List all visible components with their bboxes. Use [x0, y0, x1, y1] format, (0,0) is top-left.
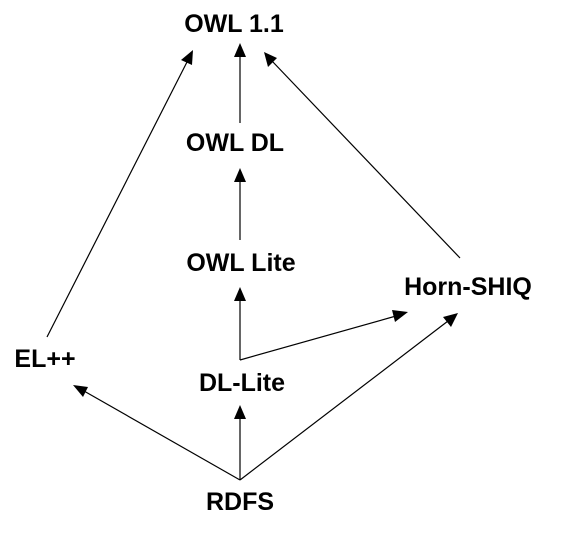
edge-rdfs-to-hornshiq [239, 313, 458, 481]
arrowhead [181, 50, 193, 65]
diagram-nodes: OWL 1.1 OWL DL OWL Lite Horn-SHIQ EL++ D… [14, 10, 531, 516]
edge-dllite-to-owllite [234, 287, 246, 360]
arrowhead [392, 310, 408, 322]
arrowhead [234, 287, 246, 301]
edge-owldl-to-owl11 [234, 43, 246, 123]
edge-elpp-to-owl11 [46, 50, 193, 338]
edge-owllite-to-owldl [234, 168, 246, 240]
node-rdfs: RDFS [206, 488, 274, 516]
arrowhead [234, 43, 246, 57]
arrowhead [443, 313, 458, 327]
arrowhead [73, 385, 88, 397]
edge-rdfs-to-elpp [73, 385, 241, 481]
arrowhead [234, 168, 246, 182]
arrowhead [234, 405, 246, 419]
edge-rdfs-to-dllite [234, 405, 246, 480]
node-el-plus-plus: EL++ [14, 345, 75, 373]
node-owl-lite: OWL Lite [186, 249, 295, 277]
arrowhead [264, 52, 277, 67]
node-owl-dl: OWL DL [186, 129, 284, 157]
node-horn-shiq: Horn-SHIQ [404, 273, 532, 301]
edge-hornshiq-to-owl11 [264, 52, 461, 259]
edge-dllite-to-hornshiq [239, 310, 408, 361]
diagram-edges [46, 43, 461, 481]
node-owl-1-1: OWL 1.1 [184, 10, 284, 38]
node-dl-lite: DL-Lite [199, 369, 285, 397]
